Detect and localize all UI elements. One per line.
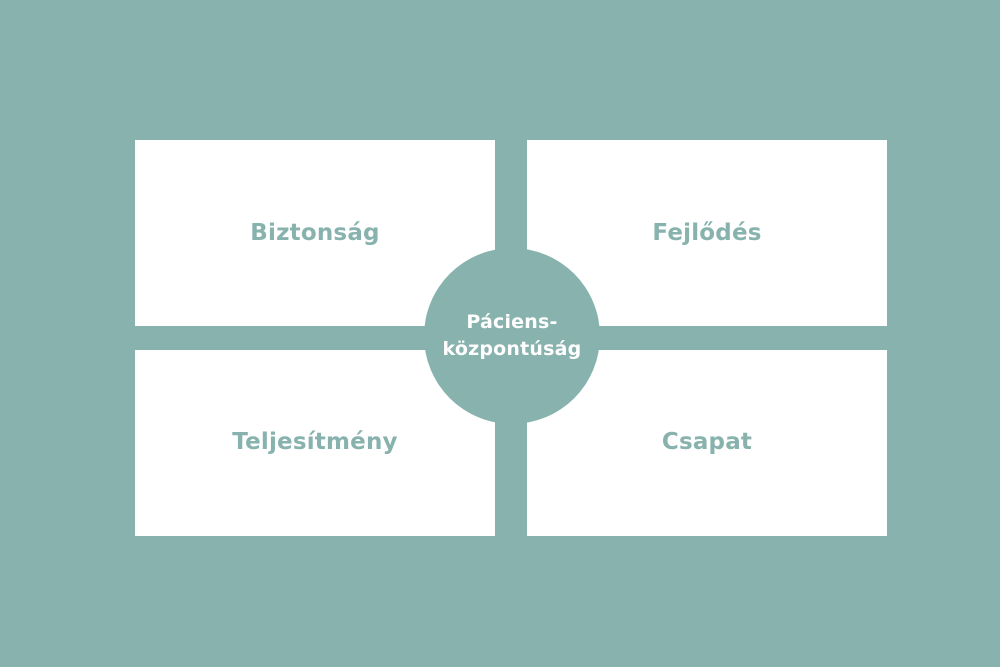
quadrant-bottom-left: Teljesítmény (135, 350, 495, 536)
quadrant-top-left: Biztonság (135, 140, 495, 326)
center-label-line-1: Páciens- (466, 311, 558, 333)
quadrant-label-teljesitmeny: Teljesítmény (232, 429, 398, 455)
quadrant-label-csapat: Csapat (661, 429, 753, 455)
center-label-line-2: központúság (442, 338, 582, 360)
center-circle: Páciens- központúság (424, 248, 600, 424)
quadrant-label-fejlodes: Fejlődés (652, 219, 762, 246)
quadrant-label-biztonsag: Biztonság (250, 219, 380, 246)
